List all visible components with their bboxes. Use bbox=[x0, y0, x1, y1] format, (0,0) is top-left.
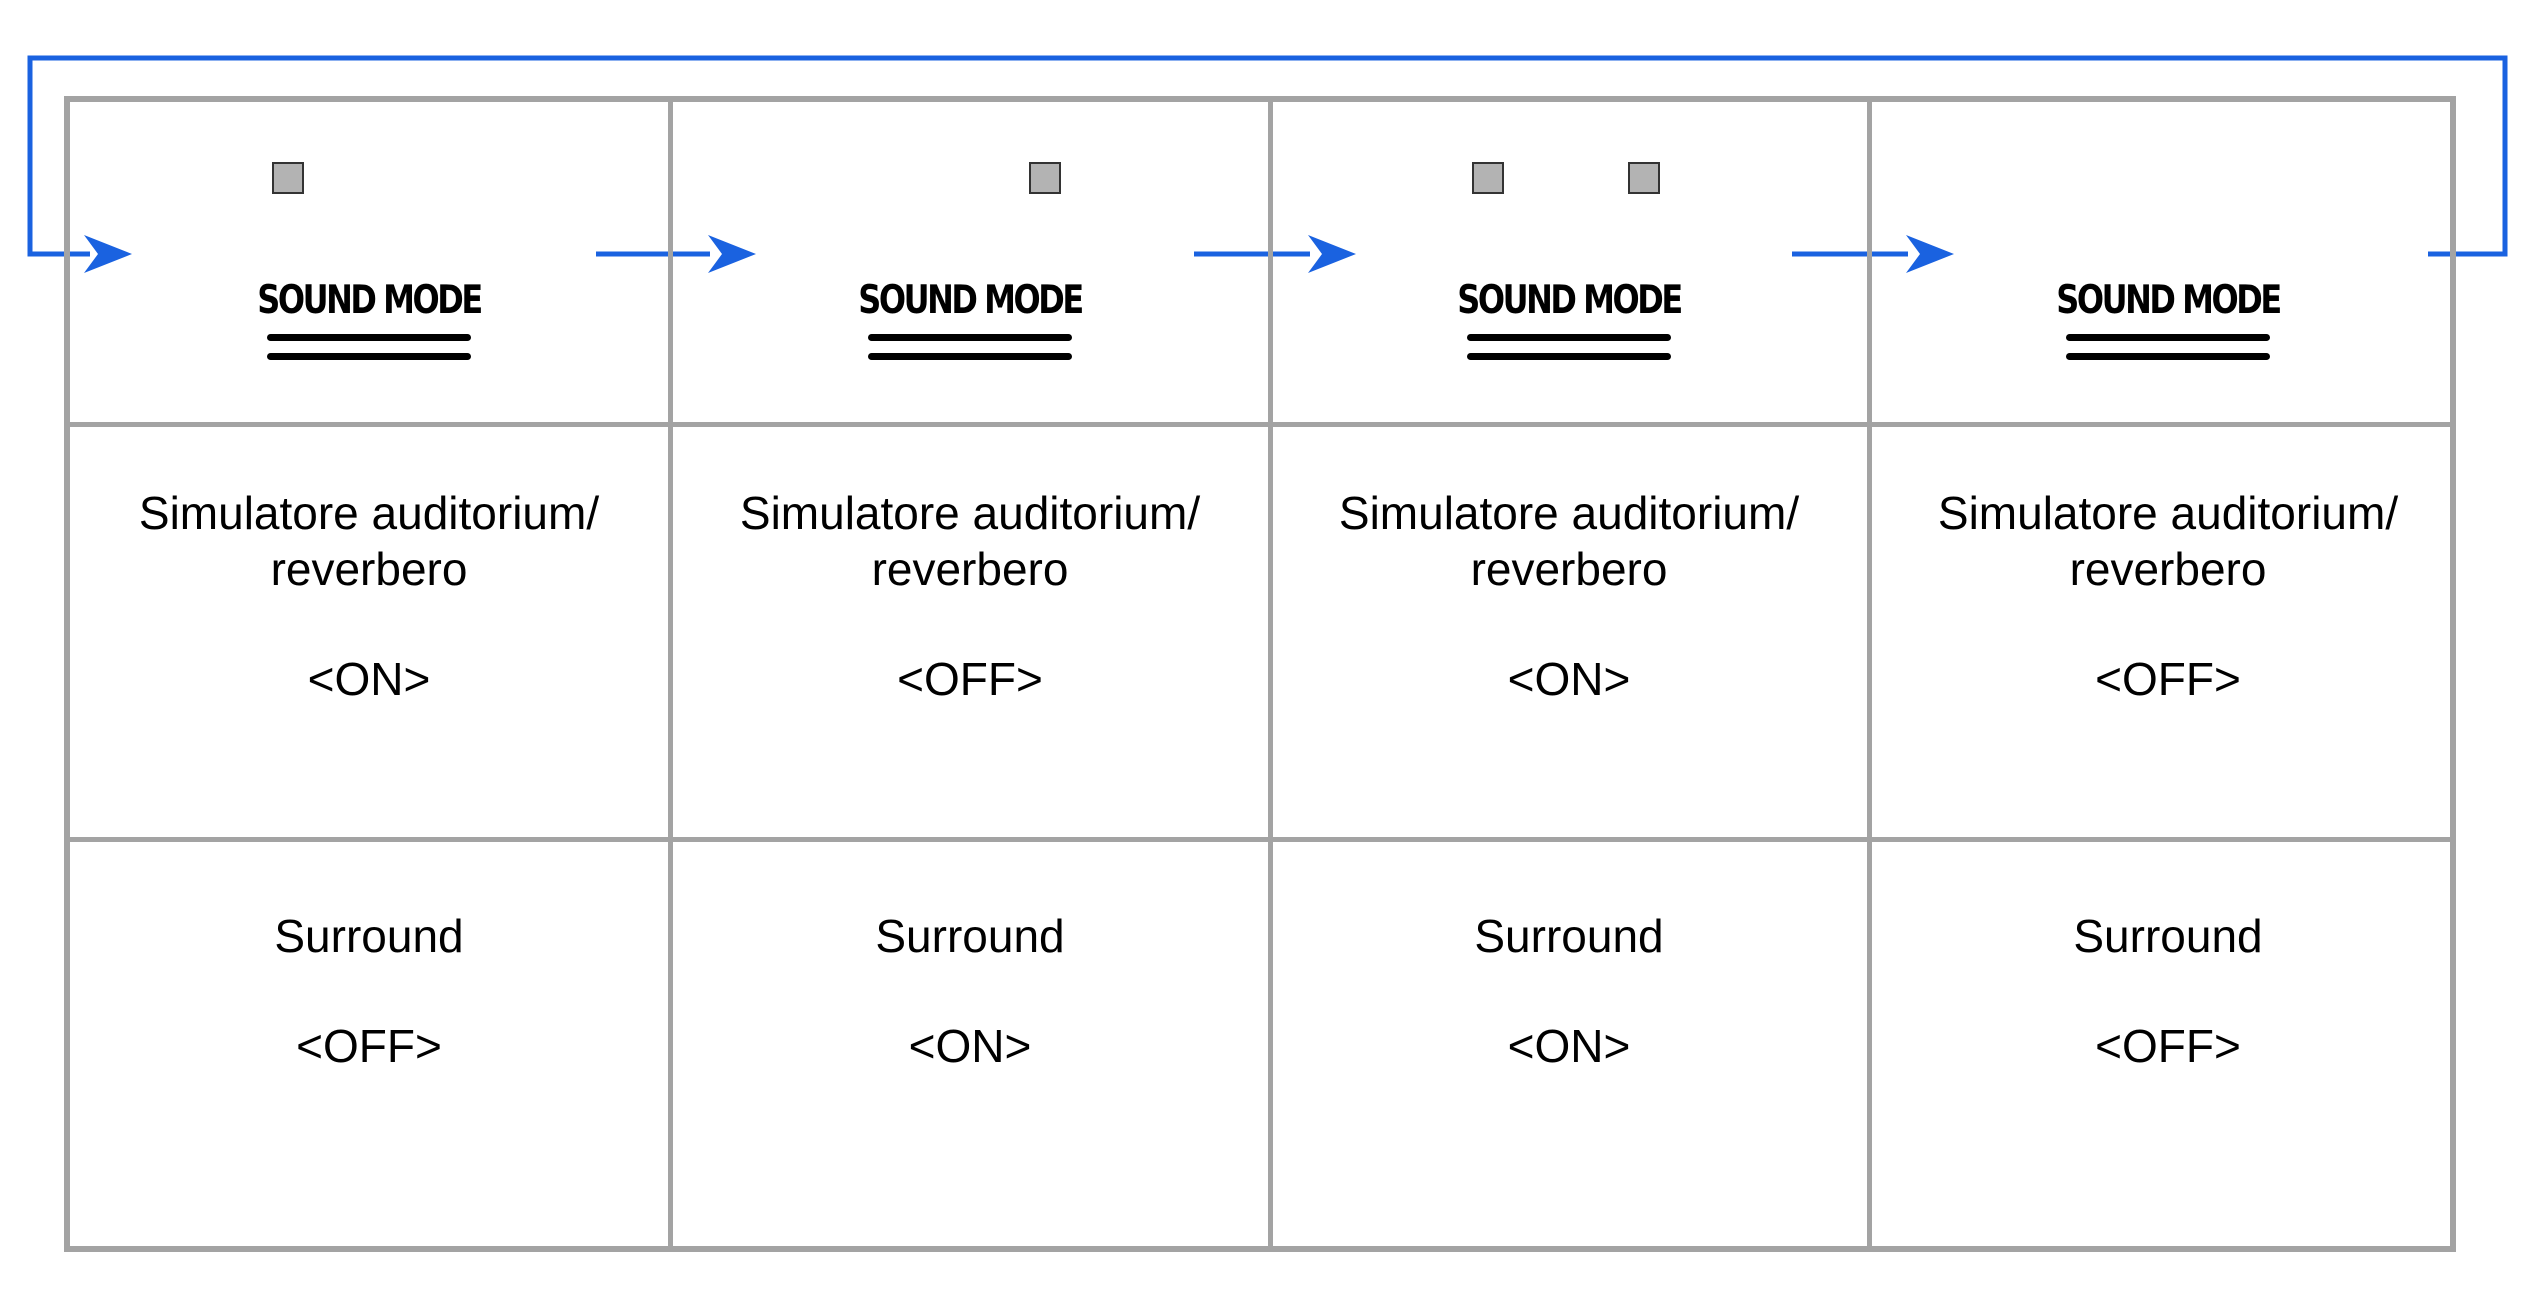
header-cell: SOUND MODE bbox=[1869, 102, 2467, 422]
button-underline bbox=[1467, 353, 1671, 360]
row-divider-2 bbox=[70, 837, 2450, 842]
surround-label: Surround bbox=[1474, 910, 1664, 962]
surround-label: Surround bbox=[875, 910, 1065, 962]
surround-label: Surround bbox=[274, 910, 464, 962]
surround-state: <OFF> bbox=[296, 1020, 442, 1072]
header-cell: SOUND MODE bbox=[671, 102, 1269, 422]
button-underline bbox=[868, 353, 1072, 360]
surround-label: Surround bbox=[2073, 910, 2263, 962]
mode-column-2: SOUND MODE Simulatore auditorium/ reverb… bbox=[671, 102, 1269, 1246]
surround-cell: Surround <OFF> bbox=[1869, 842, 2467, 1246]
reverb-cell: Simulatore auditorium/ reverbero <ON> bbox=[70, 427, 668, 837]
sound-mode-button-label: SOUND MODE bbox=[257, 278, 483, 323]
indicator-led bbox=[1029, 162, 1061, 194]
button-underline bbox=[2066, 334, 2270, 341]
reverb-cell: Simulatore auditorium/ reverbero <ON> bbox=[1270, 427, 1868, 837]
reverb-label-line2: reverbero bbox=[1470, 543, 1668, 595]
button-underline bbox=[1467, 334, 1671, 341]
surround-state: <OFF> bbox=[2095, 1020, 2241, 1072]
sound-mode-table: SOUND MODE Simulatore auditorium/ reverb… bbox=[64, 96, 2456, 1252]
reverb-label-line1: Simulatore auditorium/ bbox=[1338, 487, 1800, 539]
reverb-label-line2: reverbero bbox=[2069, 543, 2267, 595]
indicator-led bbox=[1628, 162, 1660, 194]
reverb-label-line1: Simulatore auditorium/ bbox=[739, 487, 1201, 539]
reverb-cell: Simulatore auditorium/ reverbero <OFF> bbox=[671, 427, 1269, 837]
sound-mode-button-label: SOUND MODE bbox=[858, 278, 1084, 323]
reverb-state: <ON> bbox=[307, 653, 431, 705]
reverb-label-line2: reverbero bbox=[270, 543, 468, 595]
reverb-state: <OFF> bbox=[2095, 653, 2241, 705]
button-underline bbox=[267, 353, 471, 360]
reverb-cell: Simulatore auditorium/ reverbero <OFF> bbox=[1869, 427, 2467, 837]
mode-column-1: SOUND MODE Simulatore auditorium/ reverb… bbox=[70, 102, 668, 1246]
reverb-state: <ON> bbox=[1507, 653, 1631, 705]
surround-cell: Surround <ON> bbox=[671, 842, 1269, 1246]
column-divider-1 bbox=[668, 102, 673, 1246]
indicator-led bbox=[272, 162, 304, 194]
surround-cell: Surround <ON> bbox=[1270, 842, 1868, 1246]
reverb-label-line1: Simulatore auditorium/ bbox=[138, 487, 600, 539]
surround-cell: Surround <OFF> bbox=[70, 842, 668, 1246]
mode-column-3: SOUND MODE Simulatore auditorium/ reverb… bbox=[1270, 102, 1868, 1246]
button-underline bbox=[868, 334, 1072, 341]
surround-state: <ON> bbox=[1507, 1020, 1631, 1072]
mode-column-4: SOUND MODE Simulatore auditorium/ reverb… bbox=[1869, 102, 2467, 1246]
column-divider-3 bbox=[1867, 102, 1872, 1246]
reverb-label-line2: reverbero bbox=[871, 543, 1069, 595]
reverb-state: <OFF> bbox=[897, 653, 1043, 705]
header-cell: SOUND MODE bbox=[70, 102, 668, 422]
sound-mode-button-label: SOUND MODE bbox=[2056, 278, 2282, 323]
surround-state: <ON> bbox=[908, 1020, 1032, 1072]
reverb-label-line1: Simulatore auditorium/ bbox=[1937, 487, 2399, 539]
button-underline bbox=[267, 334, 471, 341]
header-cell: SOUND MODE bbox=[1270, 102, 1868, 422]
sound-mode-button-label: SOUND MODE bbox=[1457, 278, 1683, 323]
indicator-led bbox=[1472, 162, 1504, 194]
column-divider-2 bbox=[1268, 102, 1273, 1246]
row-divider-1 bbox=[70, 422, 2450, 427]
button-underline bbox=[2066, 353, 2270, 360]
